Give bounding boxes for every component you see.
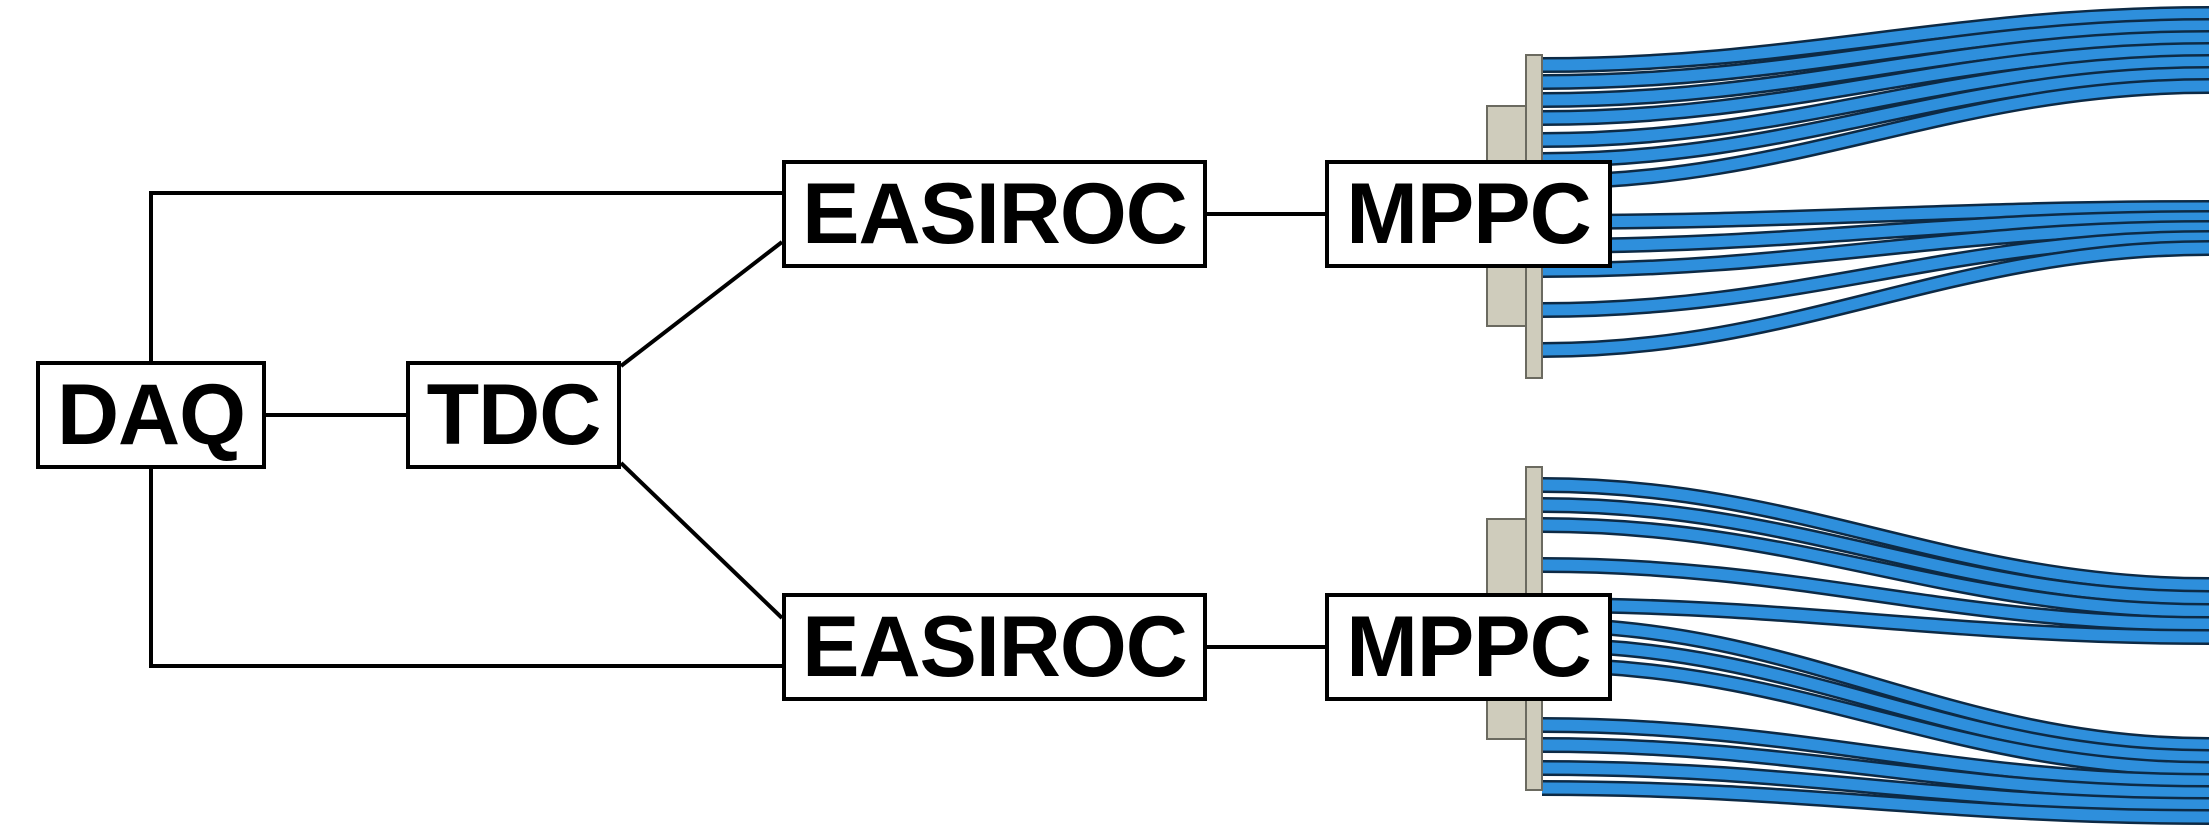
fiber — [1541, 212, 2209, 252]
tdc-box: TDC — [406, 361, 621, 469]
fiber — [1541, 599, 2209, 643]
fiber — [1541, 242, 2209, 356]
easiroc-box-bottom: EASIROC — [782, 593, 1207, 701]
mppc-box-bottom: MPPC — [1325, 593, 1612, 701]
daq-box: DAQ — [36, 361, 266, 469]
fiber — [1541, 202, 2209, 228]
fiber — [1541, 80, 2209, 188]
fiber — [1541, 8, 2209, 71]
fiber — [1541, 222, 2209, 276]
fiber — [1541, 56, 2209, 146]
fiber — [1541, 32, 2209, 106]
fiber — [1541, 20, 2209, 88]
line-daq-to-easiroc-top — [149, 191, 782, 361]
fiber — [1541, 782, 2209, 823]
fiber — [1541, 44, 2209, 124]
fiber — [1541, 499, 2209, 604]
fiber — [1541, 68, 2209, 166]
fiber — [1541, 519, 2209, 617]
line-tdc-to-easiroc-top — [619, 240, 784, 368]
fiber — [1541, 619, 2209, 751]
fiber — [1541, 762, 2209, 811]
fiber — [1541, 559, 2209, 630]
line-daq-to-easiroc-bottom — [149, 469, 782, 668]
fiber — [1541, 719, 2209, 787]
fiber-bundle-top — [1541, 6, 2209, 358]
fiber — [1541, 739, 2209, 799]
mppc-box-top: MPPC — [1325, 160, 1612, 268]
line-tdc-to-easiroc-bottom — [619, 461, 784, 620]
fiber-bundle-bottom — [1541, 477, 2209, 825]
easiroc-box-top: EASIROC — [782, 160, 1207, 268]
fiber — [1541, 232, 2209, 316]
fiber — [1541, 639, 2209, 763]
fiber — [1541, 479, 2209, 591]
fiber — [1541, 659, 2209, 775]
